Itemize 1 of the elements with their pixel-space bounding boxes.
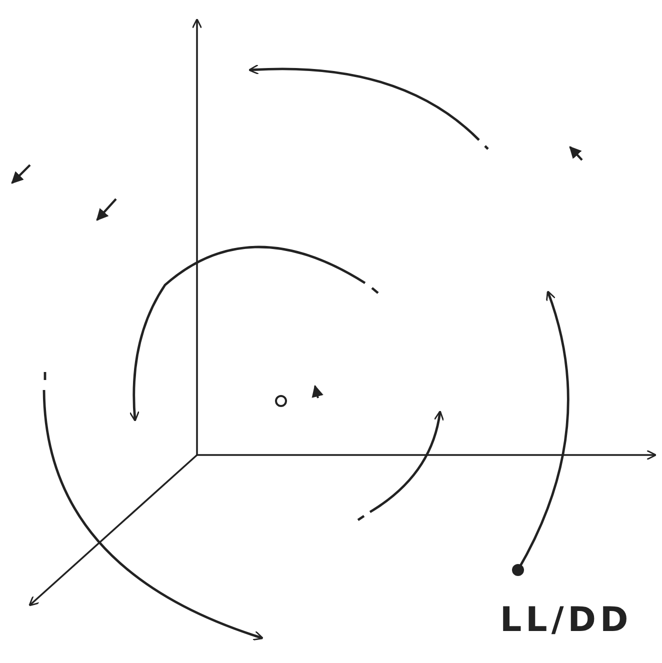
point-label: LL/DD	[500, 600, 632, 640]
